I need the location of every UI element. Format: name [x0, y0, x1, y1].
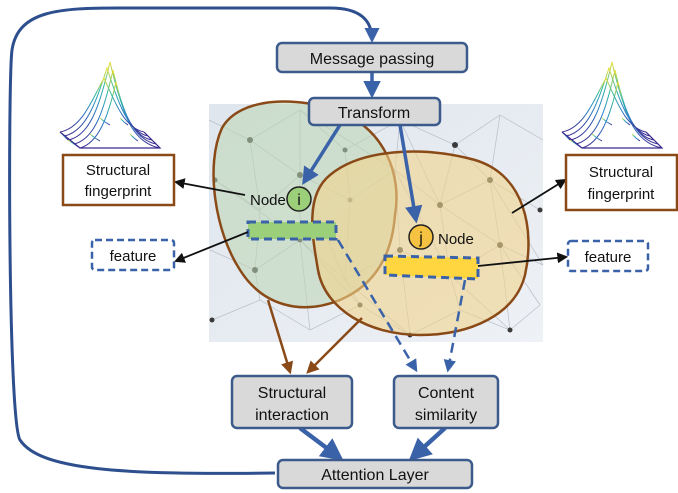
- feature-left-label: feature: [110, 248, 157, 265]
- fingerprint-left-line1: Structural: [86, 162, 150, 179]
- feature-i-to-content-arrow: [336, 239, 418, 373]
- transform-to-node-i-arrow: [302, 124, 342, 185]
- gaussian-surface-icon: [59, 61, 162, 149]
- feedback-loop-arrow: [8, 6, 380, 475]
- feature-right-box: feature: [566, 239, 650, 273]
- message-passing-label: Message passing: [310, 51, 435, 68]
- node-i-feature-bar: [246, 220, 338, 241]
- structural-to-attention-arrow: [298, 426, 344, 461]
- content-similarity-line2: similarity: [415, 407, 477, 424]
- fingerprint-left-line2: fingerprint: [85, 183, 153, 200]
- structural-interaction-line1: Structural: [258, 385, 326, 402]
- content-similarity-box: Content similarity: [392, 374, 500, 430]
- node-j-symbol: j: [418, 230, 423, 247]
- gaussian-surface-icon: [561, 61, 664, 149]
- fingerprint-right-line1: Structural: [589, 164, 653, 181]
- region-i-to-fingerprint-arrow: [173, 178, 246, 196]
- feature-right-label: feature: [585, 249, 632, 266]
- structural-interaction-box: Structural interaction: [230, 374, 354, 430]
- node-i-label: Node: [250, 192, 286, 209]
- region-j-to-fingerprint-arrow: [511, 178, 567, 214]
- structural-interaction-line2: interaction: [255, 407, 329, 424]
- feature-j-to-label-arrow: [477, 252, 569, 267]
- content-similarity-line1: Content: [418, 385, 475, 402]
- node-j-feature-bar: [383, 254, 480, 281]
- node-j-label: Node: [438, 231, 474, 248]
- transform-to-node-j-arrow: [398, 124, 423, 224]
- structural-fingerprint-left-box: Structural fingerprint: [61, 153, 176, 207]
- transform-label: Transform: [338, 105, 410, 122]
- node-j-circle: [408, 224, 434, 250]
- region-j-to-structural-arrow: [306, 317, 363, 374]
- node-i-symbol: i: [297, 192, 301, 209]
- message-passing-box: Message passing: [275, 41, 469, 74]
- node-i-circle: [286, 186, 312, 212]
- attention-layer-label: Attention Layer: [321, 467, 429, 484]
- structural-fingerprint-right-box: Structural fingerprint: [564, 153, 678, 212]
- attention-layer-box: Attention Layer: [276, 458, 474, 490]
- transform-box: Transform: [307, 96, 442, 127]
- region-i-to-structural-arrow: [266, 299, 294, 375]
- fingerprint-right-line2: fingerprint: [588, 186, 656, 203]
- content-to-attention-arrow: [408, 426, 447, 462]
- feature-i-to-label-arrow: [173, 231, 249, 263]
- feature-left-box: feature: [90, 238, 176, 272]
